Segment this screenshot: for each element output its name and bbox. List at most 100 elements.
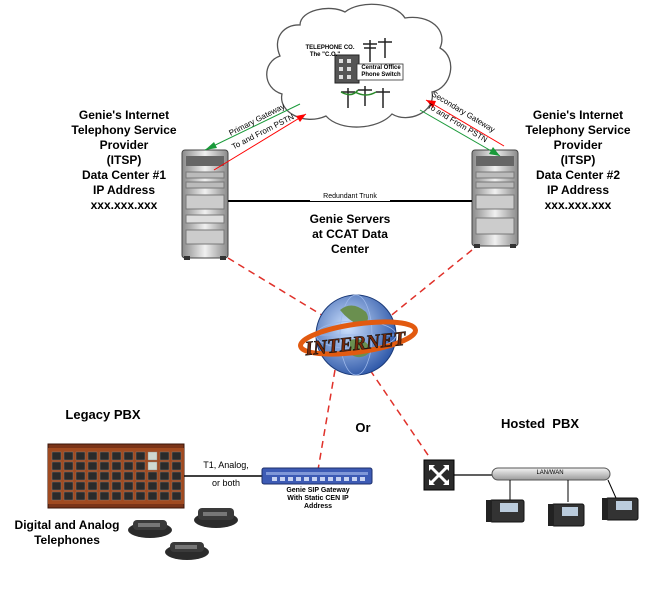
sip-port bbox=[304, 477, 309, 481]
sip-port bbox=[328, 477, 333, 481]
pbx-card-slot bbox=[87, 481, 98, 491]
pbx-card-slot bbox=[51, 461, 62, 471]
pbx-card-slot bbox=[99, 471, 110, 481]
hosted-pbx-label: Hosted PBX bbox=[500, 416, 579, 431]
itsp-right-line6: IP Address bbox=[546, 183, 610, 197]
or-label: Or bbox=[355, 420, 371, 435]
t1-label-line1: T1, Analog, bbox=[203, 460, 249, 470]
pbx-card-slot bbox=[75, 451, 86, 461]
itsp-left-line7: xxx.xxx.xxx bbox=[90, 198, 158, 212]
legacy-pbx-cabinet bbox=[47, 443, 185, 509]
pbx-card-slot bbox=[123, 491, 134, 501]
pbx-card-slot bbox=[111, 451, 122, 461]
pbx-card-slot bbox=[123, 451, 134, 461]
pbx-card-slot bbox=[111, 471, 122, 481]
pbx-card-slot bbox=[171, 471, 182, 481]
pbx-card-slot bbox=[147, 451, 158, 461]
desk-phone-3 bbox=[165, 542, 209, 560]
pbx-card-slot bbox=[159, 451, 170, 461]
pbx-card-slot bbox=[87, 461, 98, 471]
pbx-card-slot bbox=[159, 481, 170, 491]
pbx-card-slot bbox=[171, 481, 182, 491]
itsp-left-line3: Provider bbox=[99, 138, 149, 152]
pbx-card-slot bbox=[63, 471, 74, 481]
pbx-card-slot bbox=[51, 491, 62, 501]
redundant-trunk-label: Redundant Trunk bbox=[310, 193, 390, 201]
itsp-left-line4: (ITSP) bbox=[106, 153, 142, 167]
sip-port bbox=[352, 477, 357, 481]
pbx-card-slot bbox=[87, 451, 98, 461]
pbx-card-slot bbox=[123, 481, 134, 491]
sip-port bbox=[296, 477, 301, 481]
telco-label-line2: The "C.O." bbox=[309, 52, 341, 58]
internet-globe-icon bbox=[298, 294, 418, 376]
dashed-links bbox=[227, 249, 473, 471]
itsp-right-label: Genie's Internet Telephony Service Provi… bbox=[510, 108, 646, 213]
router-icon bbox=[423, 459, 455, 491]
sip-port bbox=[320, 477, 325, 481]
legacy-pbx-label: Legacy PBX bbox=[65, 407, 141, 422]
pbx-card-slot bbox=[63, 491, 74, 501]
pbx-card-slot bbox=[63, 451, 74, 461]
t1-label-line2: or both bbox=[211, 478, 241, 488]
genie-servers-label: Genie Servers at CCAT Data Center bbox=[290, 212, 410, 257]
pbx-card-slot bbox=[63, 481, 74, 491]
pbx-card-slot bbox=[159, 461, 170, 471]
central-office-building bbox=[334, 54, 360, 84]
itsp-right-line7: xxx.xxx.xxx bbox=[544, 198, 612, 212]
ip-phone-1 bbox=[486, 499, 525, 523]
pbx-card-slot bbox=[159, 491, 170, 501]
itsp-left-label: Genie's Internet Telephony Service Provi… bbox=[56, 108, 192, 213]
genie-servers-line1: Genie Servers bbox=[309, 212, 391, 226]
pbx-card-slot bbox=[87, 471, 98, 481]
pbx-card-slot bbox=[159, 471, 170, 481]
secondary-gateway-arrows bbox=[419, 99, 505, 157]
pbx-card-slot bbox=[99, 451, 110, 461]
pbx-card-slot bbox=[75, 481, 86, 491]
pbx-card-slot bbox=[111, 481, 122, 491]
sip-port bbox=[344, 477, 349, 481]
pbx-card-slot bbox=[123, 461, 134, 471]
pbx-card-slot bbox=[147, 481, 158, 491]
ip-phone-2 bbox=[548, 503, 585, 527]
telco-label-line1: TELEPHONE CO. bbox=[305, 45, 355, 51]
pbx-card-slot bbox=[51, 451, 62, 461]
primary-gateway-arrows bbox=[204, 103, 307, 171]
digital-phones-line2: Telephones bbox=[34, 533, 100, 547]
itsp-right-line3: Provider bbox=[553, 138, 603, 152]
sip-gateway-line2: With Static CEN IP bbox=[287, 495, 349, 502]
pbx-card-slot bbox=[147, 471, 158, 481]
pbx-card-slot bbox=[135, 481, 146, 491]
server-rack-left bbox=[181, 149, 229, 260]
pbx-card-slot bbox=[171, 491, 182, 501]
pbx-card-slot bbox=[99, 461, 110, 471]
pbx-card-slot bbox=[99, 481, 110, 491]
pbx-card-slot bbox=[171, 451, 182, 461]
pbx-card-slot bbox=[75, 471, 86, 481]
itsp-left-line1: Genie's Internet bbox=[78, 108, 170, 122]
digital-phones-line1: Digital and Analog bbox=[14, 518, 120, 532]
pbx-card-slot bbox=[123, 471, 134, 481]
server-rack-right bbox=[471, 149, 519, 248]
genie-servers-line2: at CCAT Data bbox=[312, 227, 388, 241]
pbx-card-slot bbox=[111, 491, 122, 501]
pbx-card-slot bbox=[135, 491, 146, 501]
itsp-left-line6: IP Address bbox=[92, 183, 156, 197]
pbx-card-slot bbox=[99, 491, 110, 501]
pbx-card-slot bbox=[135, 471, 146, 481]
sip-gateway-label: Genie SIP Gateway With Static CEN IP Add… bbox=[264, 487, 372, 511]
sip-gateway-device bbox=[261, 467, 373, 485]
itsp-right-line1: Genie's Internet bbox=[532, 108, 624, 122]
lan-wan-trunk bbox=[491, 467, 617, 502]
itsp-left-line2: Telephony Service bbox=[71, 123, 177, 137]
sip-port bbox=[360, 477, 365, 481]
pbx-card-slot bbox=[147, 461, 158, 471]
pbx-card-slot bbox=[111, 461, 122, 471]
pbx-card-slot bbox=[171, 461, 182, 471]
pbx-card-slot bbox=[135, 461, 146, 471]
sip-gateway-line3: Address bbox=[303, 503, 332, 510]
sip-port bbox=[312, 477, 317, 481]
sip-port bbox=[336, 477, 341, 481]
pbx-card-slot bbox=[75, 491, 86, 501]
co-switch-label-line1: Central Office bbox=[361, 65, 401, 71]
